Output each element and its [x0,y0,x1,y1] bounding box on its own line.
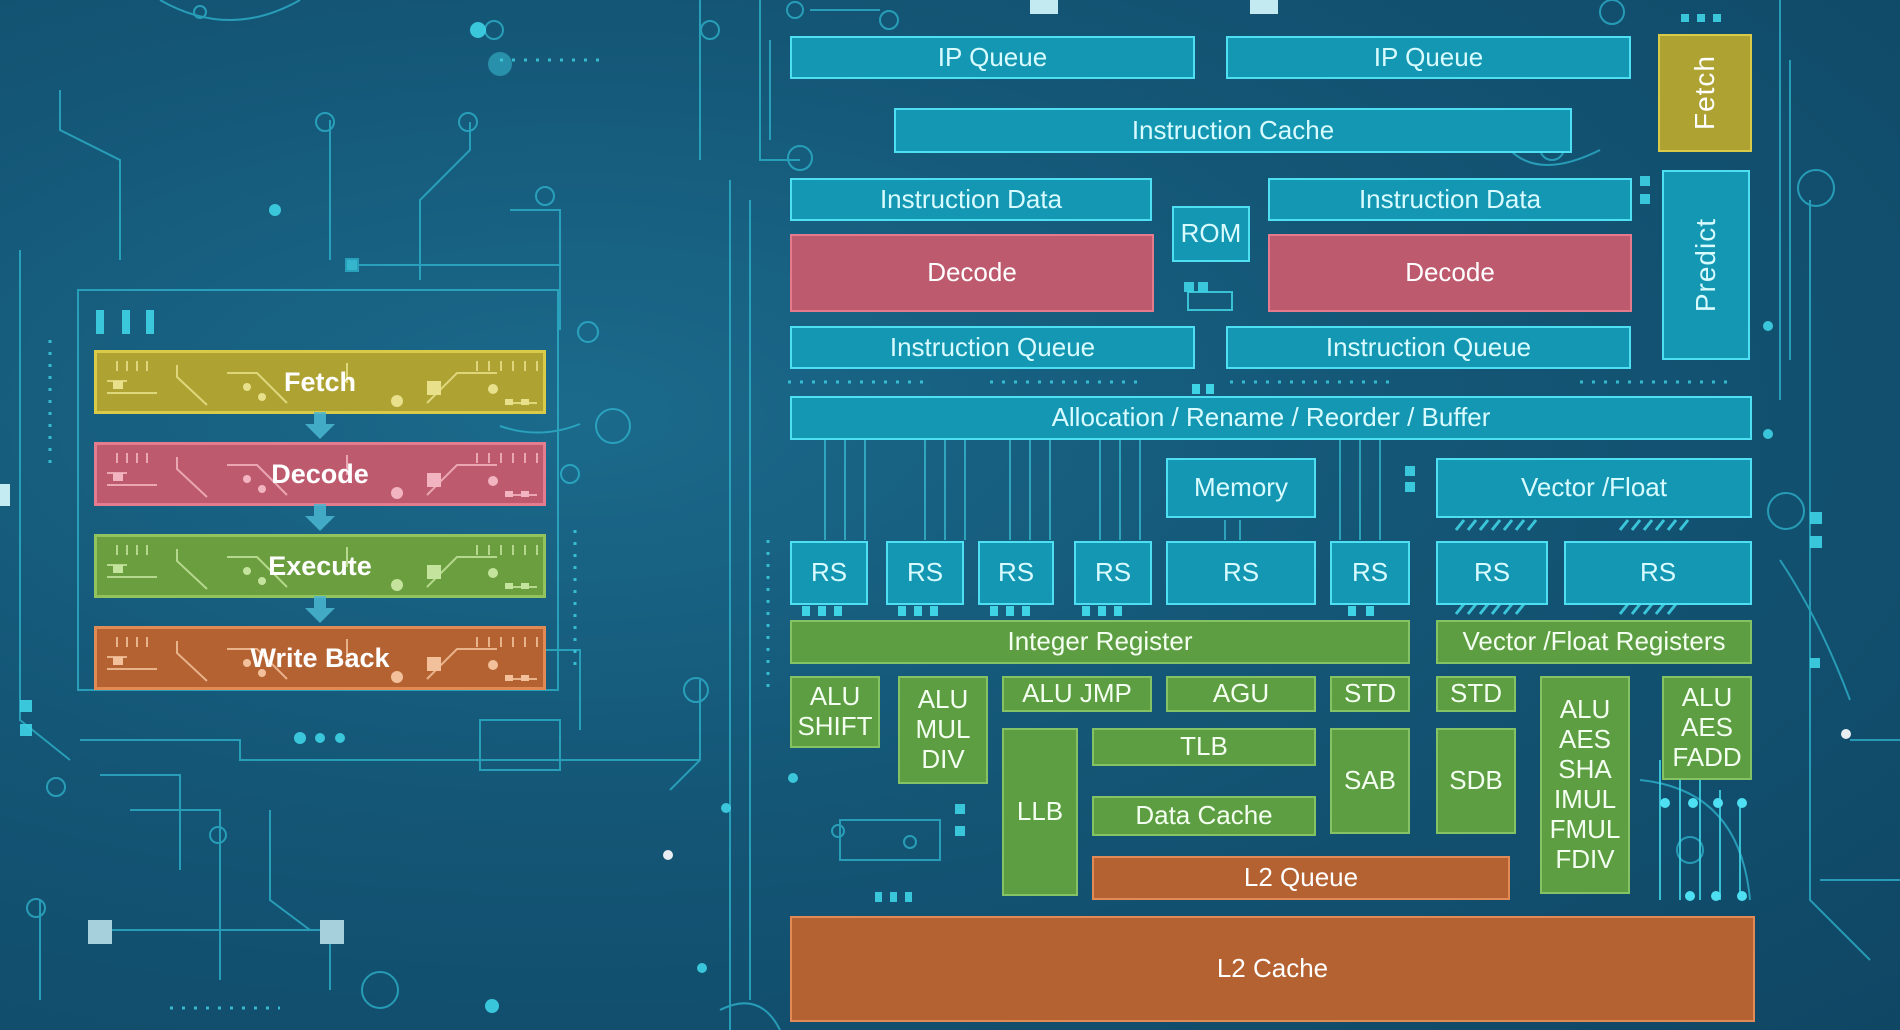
sab-block: SAB [1330,728,1410,834]
rs-4: RS [1074,541,1152,605]
pipeline-stage-decode: Decode [94,442,546,506]
unit-line: MUL [915,714,971,745]
decode-left: Decode [790,234,1154,312]
ip-queue-left: IP Queue [790,36,1195,79]
arrow-down-icon [305,504,335,531]
pipeline-stage-fetch: Fetch [94,350,546,414]
unit-line: SHIFT [797,711,873,741]
unit-line: ALU [1681,682,1733,713]
unit-line: FMUL [1549,813,1621,844]
unit-line: ALU [1559,694,1611,725]
data-cache-block: Data Cache [1092,796,1316,836]
circuit-pattern-icon [107,361,538,407]
unit-line: AES [1558,724,1612,755]
predict-unit: Predict [1662,170,1750,360]
unit-line: AES [1680,712,1734,743]
unit-line: FADD [1672,741,1742,772]
rs-5: RS [1166,541,1316,605]
rs-3: RS [978,541,1054,605]
memory-block: Memory [1166,458,1316,518]
instruction-queue-left: Instruction Queue [790,326,1195,369]
vector-float-registers: Vector /Float Registers [1436,620,1752,664]
rs-2: RS [886,541,964,605]
allocation-rename-reorder-buffer: Allocation / Rename / Reorder / Buffer [790,396,1752,440]
l2-queue-block: L2 Queue [1092,856,1510,900]
predict-unit-label: Predict [1689,217,1721,313]
arrow-down-icon [305,412,335,439]
alu-aes-sha-imul-fmul-fdiv-unit: ALU AES SHA IMUL FMUL FDIV [1540,676,1630,894]
unit-line: FDIV [1555,843,1615,874]
unit-line: SHA [1558,754,1612,785]
stage-label-execute: Execute [268,550,372,581]
stage-label-decode: Decode [271,458,369,489]
circuit-pattern-icon [107,453,538,499]
alu-aes-fadd-unit: ALU AES FADD [1662,676,1752,780]
stage-label-write-back: Write Back [250,642,390,673]
l2-cache-block: L2 Cache [790,916,1755,1022]
circuit-pattern-icon [107,545,538,591]
pipeline-stage-write-back: Write Back [94,626,546,690]
alu-shift-unit: ALU SHIFT [790,676,880,748]
instruction-data-left: Instruction Data [790,178,1152,221]
tlb-block: TLB [1092,728,1316,766]
rs-1: RS [790,541,868,605]
llb-block: LLB [1002,728,1078,896]
decode-right: Decode [1268,234,1632,312]
std-unit-left: STD [1330,676,1410,712]
rs-6: RS [1330,541,1410,605]
agu-unit: AGU [1166,676,1316,712]
instruction-cache: Instruction Cache [894,108,1572,153]
unit-line: ALU [917,684,969,715]
arrow-down-icon [305,596,335,623]
alu-jmp-unit: ALU JMP [1002,676,1152,712]
unit-line: DIV [921,743,965,774]
unit-line: ALU [809,681,861,712]
alu-mul-div-unit: ALU MUL DIV [898,676,988,784]
instruction-queue-right: Instruction Queue [1226,326,1631,369]
vector-float-block: Vector /Float [1436,458,1752,518]
rs-8: RS [1564,541,1752,605]
stage-label-fetch: Fetch [283,366,356,397]
rs-7: RS [1436,541,1548,605]
rom-block: ROM [1172,206,1250,262]
std-unit-right: STD [1436,676,1516,712]
circuit-pattern-icon [107,637,538,683]
ip-queue-right: IP Queue [1226,36,1631,79]
pipeline-stage-execute: Execute [94,534,546,598]
unit-line: IMUL [1553,784,1617,814]
fetch-unit: Fetch [1658,34,1752,152]
instruction-data-right: Instruction Data [1268,178,1632,221]
sdb-block: SDB [1436,728,1516,834]
integer-register: Integer Register [790,620,1410,664]
fetch-unit-label: Fetch [1688,55,1720,131]
